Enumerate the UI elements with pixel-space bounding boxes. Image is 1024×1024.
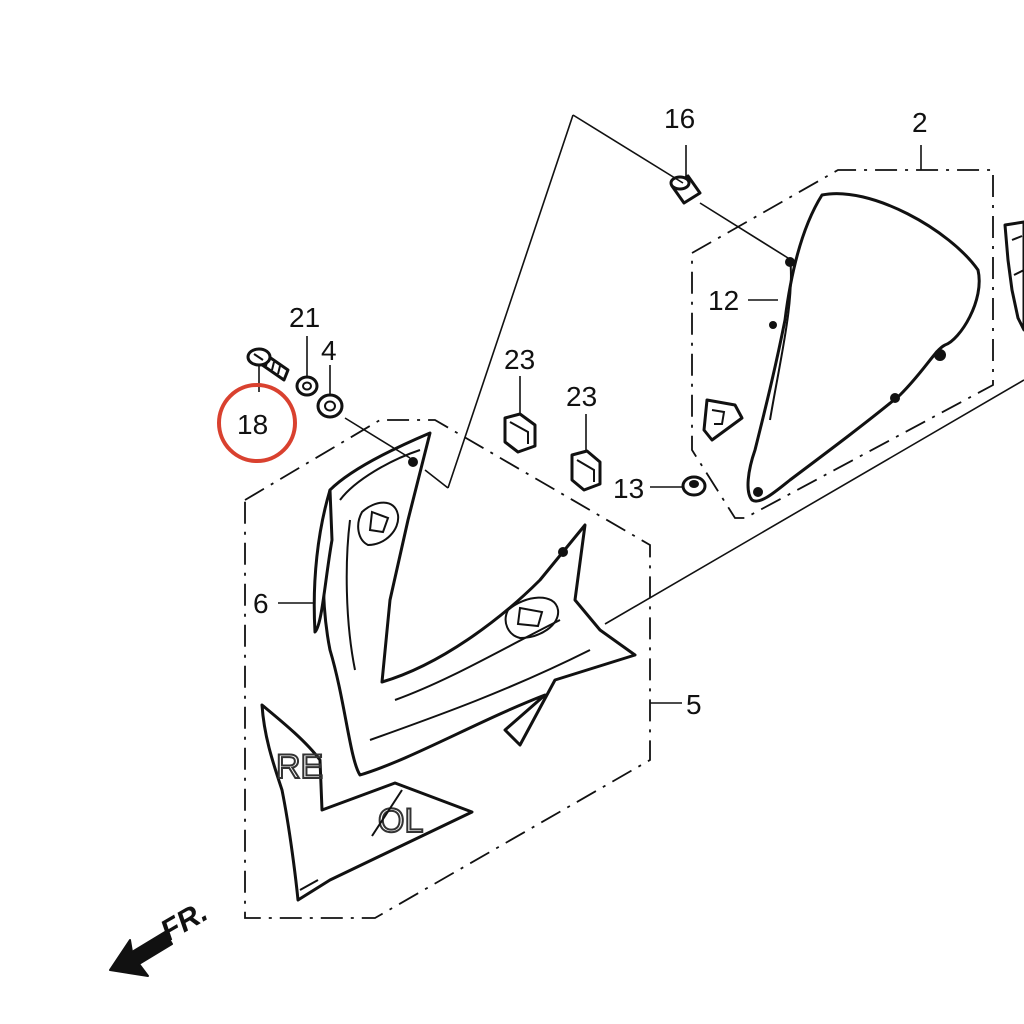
grommet-13-part: [681, 475, 707, 497]
svg-text:OL: OL: [378, 802, 423, 840]
callout-2: 2: [912, 107, 928, 138]
screw-18-part: [246, 347, 290, 382]
callout-13: 13: [613, 473, 644, 504]
side-cowl-part: [312, 488, 334, 634]
windscreen-part: [746, 192, 981, 503]
front-cowl-part: [321, 431, 637, 777]
callout-16: 16: [664, 103, 695, 134]
front-arrow-icon: [109, 931, 173, 977]
clip-23a-part: [503, 412, 537, 454]
logo-plate-icon: [702, 398, 744, 442]
callout-21: 21: [289, 302, 320, 333]
callout-12: 12: [708, 285, 739, 316]
side-bracket-part: [1003, 220, 1024, 332]
group-boundary-5: [244, 419, 651, 919]
callout-23b: 23: [566, 381, 597, 412]
callout-18: 18: [237, 409, 268, 440]
lower-panel-part: RE OL: [260, 703, 474, 902]
washer-21-part: [295, 375, 319, 397]
callout-6: 6: [253, 588, 269, 619]
clip-23b-part: [570, 449, 602, 492]
callout-23a: 23: [504, 344, 535, 375]
bolt-16-part: [669, 174, 702, 205]
svg-text:RE: RE: [276, 748, 323, 786]
leader-lines: [258, 114, 1024, 704]
callout-4: 4: [321, 335, 337, 366]
callout-5: 5: [686, 689, 702, 720]
washer-4-part: [316, 393, 344, 419]
highlight-circle: [217, 383, 297, 463]
